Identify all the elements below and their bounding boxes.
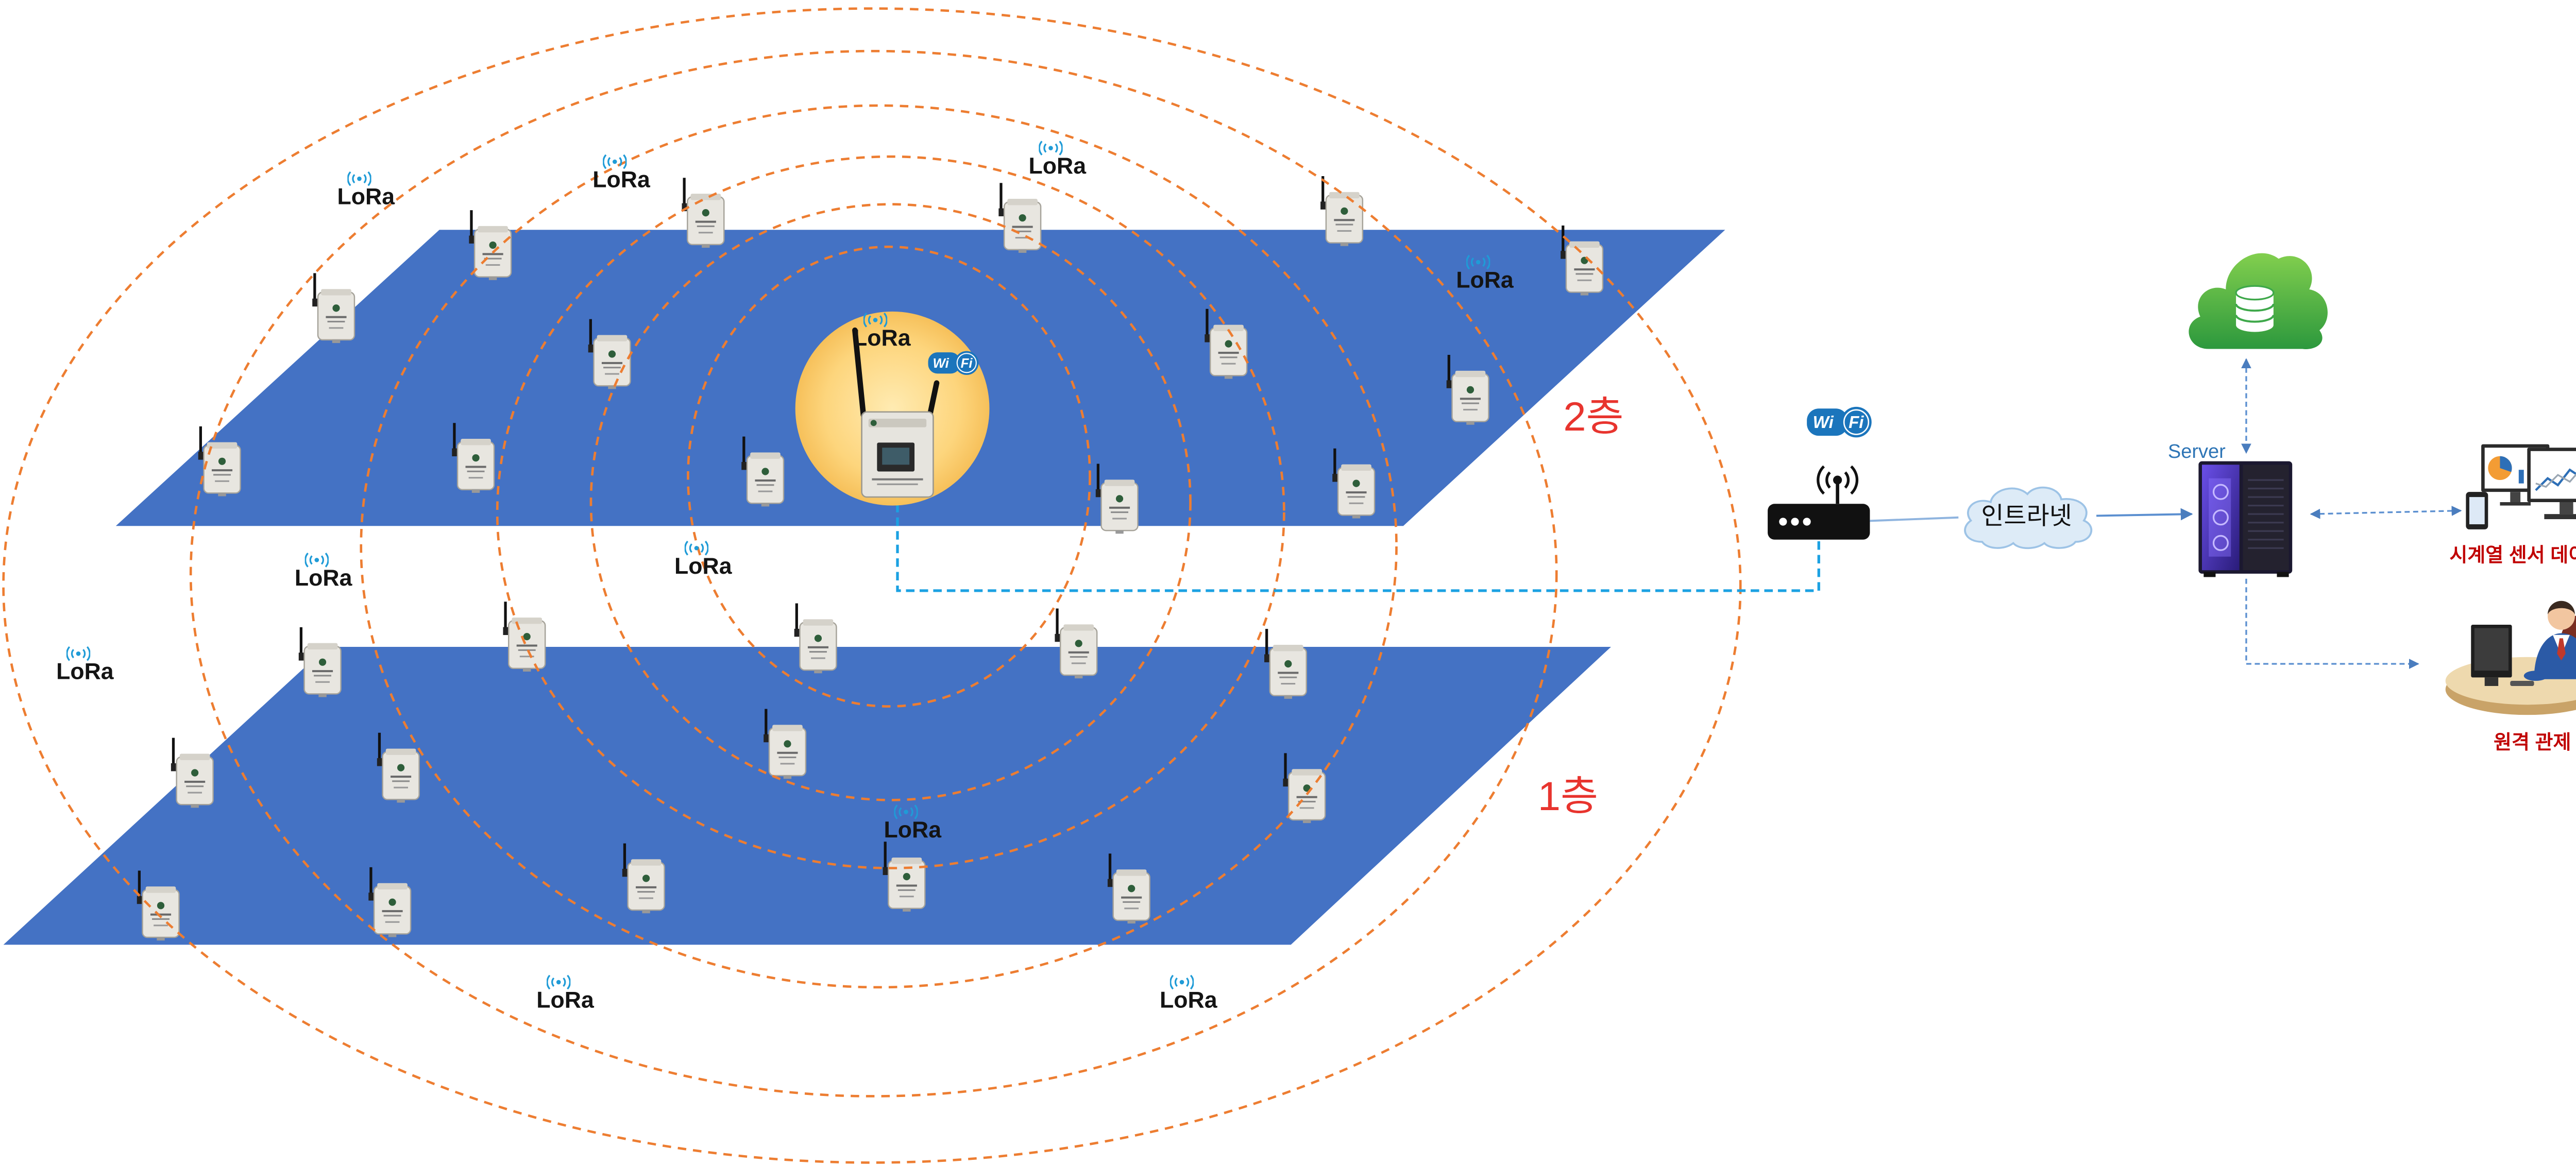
remote-monitoring-label: 원격 관제 xyxy=(2494,732,2571,753)
sensor-node-icon xyxy=(1320,176,1363,246)
svg-text:LoRa: LoRa xyxy=(536,988,595,1013)
coverage-ring xyxy=(189,49,1558,1098)
coverage-ring xyxy=(589,203,1192,801)
cloud-database-icon xyxy=(2189,253,2328,349)
svg-text:LoRa: LoRa xyxy=(1029,153,1087,179)
floor-plate-lower xyxy=(3,646,1611,945)
svg-text:LoRa: LoRa xyxy=(592,167,651,193)
lora-label: LoRa xyxy=(1456,254,1514,293)
gateway-lora-label: LoRa xyxy=(853,312,911,351)
lora-label: LoRa xyxy=(674,540,733,579)
wifi-logo-wi: Wi xyxy=(1813,413,1834,432)
svg-text:LoRa: LoRa xyxy=(674,554,733,579)
lora-label: LoRa xyxy=(337,171,395,210)
svg-text:LoRa: LoRa xyxy=(56,659,114,684)
server-label: Server xyxy=(2168,441,2226,462)
sensor-node-icon xyxy=(998,183,1041,253)
sensor-node-icon xyxy=(1055,608,1097,678)
lora-label: LoRa xyxy=(592,154,651,193)
lora-label: LoRa xyxy=(1029,140,1087,179)
coverage-rings xyxy=(2,7,1742,1164)
wifi-logo-icon: Wi Fi xyxy=(928,351,979,375)
lora-label: LoRa xyxy=(536,974,595,1013)
server-tower-icon xyxy=(2198,461,2293,577)
lora-waves-icon xyxy=(603,154,627,169)
coverage-ring xyxy=(2,7,1742,1164)
analytics-label: 시계열 센서 데이터 분석 xyxy=(2449,545,2576,567)
svg-text:LoRa: LoRa xyxy=(337,184,395,210)
wifi-logo-fi: Fi xyxy=(1849,413,1864,432)
gateway-router-link xyxy=(896,504,1820,592)
lora-label: LoRa xyxy=(56,646,114,684)
svg-text:LoRa: LoRa xyxy=(853,325,911,351)
router-intranet-link xyxy=(1870,516,1959,522)
floor-label-upper: 2층 xyxy=(1563,393,1623,439)
lora-waves-icon xyxy=(1039,140,1063,156)
lora-waves-icon xyxy=(684,540,709,556)
lora-waves-icon xyxy=(304,552,329,568)
lora-waves-icon xyxy=(347,171,371,186)
svg-text:LoRa: LoRa xyxy=(1160,988,1218,1013)
sensor-node-icon xyxy=(503,602,545,672)
wifi-logo-wi: Wi xyxy=(933,356,950,371)
wifi-logo-fi: Fi xyxy=(961,356,973,371)
lora-waves-icon xyxy=(547,974,571,990)
intranet-cloud-icon: 인트라넷 xyxy=(1964,486,2093,550)
lora-waves-icon xyxy=(1170,974,1194,990)
intranet-server-link xyxy=(2096,508,2193,521)
lora-label: LoRa xyxy=(1160,974,1218,1013)
sensor-node-icon xyxy=(794,604,837,674)
dashboard-monitors-icon xyxy=(2466,444,2576,529)
sensor-node-icon xyxy=(312,273,354,343)
wifi-logo-icon: Wi Fi xyxy=(1807,406,1872,438)
sensor-node-icon xyxy=(1264,629,1307,699)
wifi-router-icon xyxy=(1768,465,1870,540)
svg-text:LoRa: LoRa xyxy=(295,565,353,591)
sensor-node-icon xyxy=(171,738,213,808)
coverage-ring xyxy=(687,245,1091,708)
svg-text:LoRa: LoRa xyxy=(1456,268,1514,293)
operator-desk-icon xyxy=(2445,601,2576,715)
sensor-node-icon xyxy=(682,178,724,248)
lora-label: LoRa xyxy=(295,552,353,591)
server-analytics-link xyxy=(2310,506,2462,519)
svg-text:LoRa: LoRa xyxy=(884,817,942,843)
floor-label-lower: 1층 xyxy=(1538,773,1598,819)
lora-waves-icon xyxy=(66,646,91,662)
sensor-node-icon xyxy=(299,627,341,697)
intranet-label: 인트라넷 xyxy=(1981,503,2072,530)
lora-label: LoRa xyxy=(884,804,942,843)
coverage-ring xyxy=(360,104,1398,989)
server-remote-link xyxy=(2245,578,2419,669)
coverage-ring xyxy=(496,155,1285,869)
